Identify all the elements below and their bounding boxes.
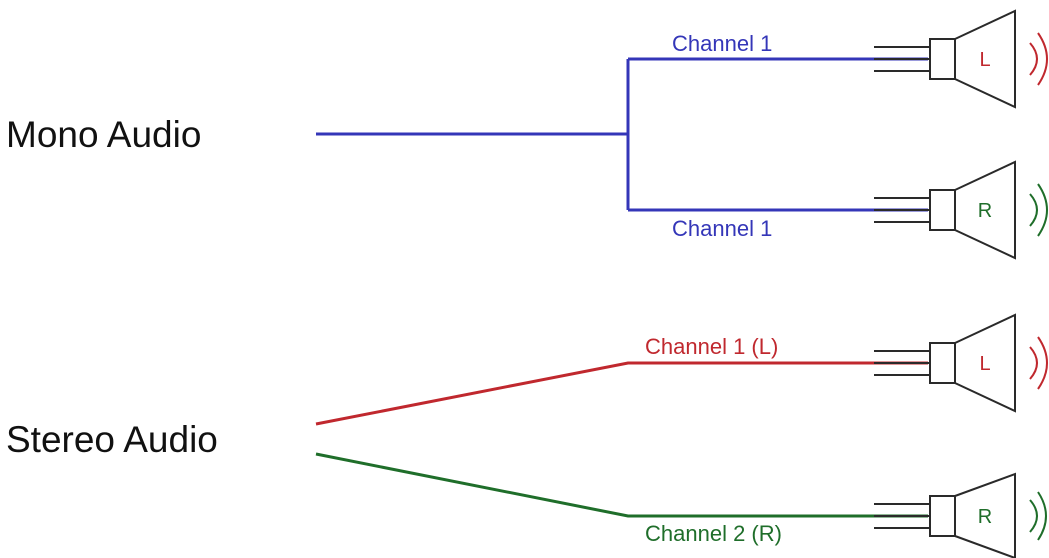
stereo-left-line	[315, 361, 928, 426]
stereo-left-channel-label: Channel 1 (L)	[645, 334, 778, 359]
stereo-wiring	[315, 361, 928, 518]
speaker-icon: L	[874, 9, 1048, 109]
speaker-icon: R	[874, 160, 1048, 260]
speaker-letter-stereo-right: R	[978, 506, 992, 528]
stereo-audio-label: Stereo Audio	[6, 419, 218, 460]
mono-wiring	[316, 57, 928, 212]
stereo-right-line	[315, 452, 928, 518]
speaker-icon: L	[874, 313, 1048, 413]
speaker-letter-mono-left: L	[979, 49, 990, 71]
speaker-icon: R	[874, 472, 1047, 558]
speaker-letter-stereo-left: L	[979, 353, 990, 375]
speaker-letter-mono-right: R	[978, 200, 992, 222]
mono-audio-label: Mono Audio	[6, 114, 201, 155]
mono-top-channel-label: Channel 1	[672, 31, 772, 56]
stereo-right-channel-label: Channel 2 (R)	[645, 521, 782, 546]
mono-bottom-channel-label: Channel 1	[672, 216, 772, 241]
